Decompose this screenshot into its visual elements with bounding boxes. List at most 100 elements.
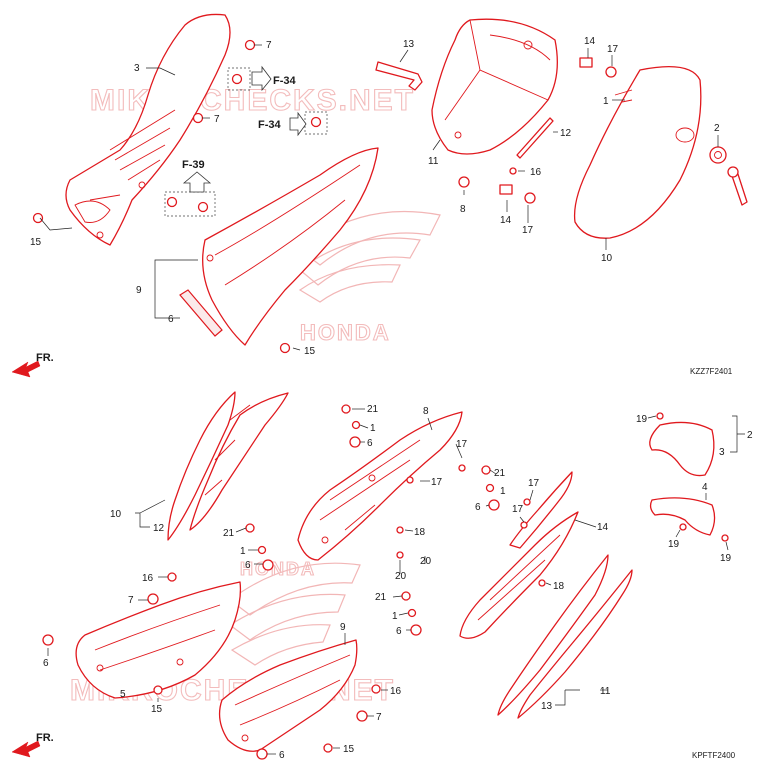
callout-b15a: 15 xyxy=(151,704,163,715)
part-11-battery-case xyxy=(431,18,558,155)
callout-b10: 10 xyxy=(110,509,122,520)
callout-b6e: 6 xyxy=(279,750,285,761)
part-9-lower-cover xyxy=(202,147,379,346)
callout-b21d: 21 xyxy=(375,592,387,603)
callout-b17c: 17 xyxy=(528,478,540,489)
callout-b13: 13 xyxy=(541,701,553,712)
callout-b14: 14 xyxy=(597,522,609,533)
part-11-13-panels xyxy=(497,554,633,719)
part-6-strip xyxy=(179,289,223,337)
callout-b1a: 1 xyxy=(370,423,376,434)
callout-14b: 14 xyxy=(500,215,512,226)
svg-text:F-34: F-34 xyxy=(273,75,297,87)
callout-b6b: 6 xyxy=(475,502,481,513)
callout-8: 8 xyxy=(460,204,466,215)
ref-arrow-f39: F-39 xyxy=(182,159,212,193)
diagram-code-top: KZZ7F2401 xyxy=(690,367,733,376)
bottom-leader-lines xyxy=(47,408,745,755)
callout-b18b: 18 xyxy=(553,581,565,592)
callout-7b: 7 xyxy=(214,114,220,125)
part-10-side-cover xyxy=(573,66,702,239)
callout-b1c: 1 xyxy=(240,546,246,557)
callout-b20b: 20 xyxy=(395,571,407,582)
callout-11: 11 xyxy=(428,156,439,167)
part-4-small-cover xyxy=(649,497,716,536)
callout-b17b: 17 xyxy=(431,477,443,488)
callout-14a: 14 xyxy=(584,36,596,47)
callout-b6a: 6 xyxy=(367,438,373,449)
callout-b20a: 20 xyxy=(420,556,432,567)
callout-6: 6 xyxy=(168,314,174,325)
callout-15b: 15 xyxy=(304,346,316,357)
watermark-top: MIKROCHECKS.NET xyxy=(89,83,415,117)
bottom-fasteners xyxy=(42,404,729,760)
callout-b17a: 17 xyxy=(456,439,468,450)
callout-17a: 17 xyxy=(607,44,619,55)
callout-13: 13 xyxy=(403,39,415,50)
callout-b17d: 17 xyxy=(512,504,524,515)
top-labels: 3 7 7 15 9 6 15 13 11 8 12 16 14 14 17 1… xyxy=(30,36,720,357)
callout-b19b: 19 xyxy=(668,539,680,550)
callout-b9: 9 xyxy=(340,622,346,633)
callout-b19c: 19 xyxy=(720,553,732,564)
callout-b16b: 16 xyxy=(390,686,402,697)
part-14-frame-cover xyxy=(459,471,579,639)
callout-b21a: 21 xyxy=(367,404,379,415)
part-3-side-cover xyxy=(65,13,231,246)
callout-3: 3 xyxy=(134,63,140,74)
callout-b2: 2 xyxy=(747,430,753,441)
callout-7a: 7 xyxy=(266,40,272,51)
callout-b6c: 6 xyxy=(245,560,251,571)
top-small-parts xyxy=(458,57,617,204)
callout-b1d: 1 xyxy=(392,611,398,622)
callout-b19a: 19 xyxy=(636,414,648,425)
part-2-key-lock xyxy=(709,146,748,206)
front-arrow-bottom: FR. xyxy=(11,732,54,758)
callout-b16a: 16 xyxy=(142,573,154,584)
callout-b21c: 21 xyxy=(223,528,235,539)
svg-text:MIKROCHECKS.NET: MIKROCHECKS.NET xyxy=(90,84,415,117)
callout-b4: 4 xyxy=(702,482,708,493)
callout-b6d: 6 xyxy=(43,658,49,669)
ref-arrow-f34-b: F-34 xyxy=(258,111,307,137)
part-5-lower-cover xyxy=(75,581,242,699)
diagram-code-bottom: KPFTF2400 xyxy=(692,751,736,760)
callout-b1b: 1 xyxy=(500,486,506,497)
part-10-12-panels xyxy=(167,391,289,541)
svg-text:HONDA: HONDA xyxy=(240,559,316,579)
callout-b3: 3 xyxy=(719,447,725,458)
callout-15a: 15 xyxy=(30,237,42,248)
callout-b15b: 15 xyxy=(343,744,355,755)
callout-b7b: 7 xyxy=(376,712,382,723)
part-8-frame-cover xyxy=(297,411,463,561)
svg-text:HONDA: HONDA xyxy=(300,320,391,345)
svg-text:F-34: F-34 xyxy=(258,119,282,131)
front-arrow-top: FR. xyxy=(11,352,54,378)
bottom-labels: 10 12 21 1 6 8 17 17 21 1 6 17 17 14 18 … xyxy=(43,404,753,761)
part-3-small-cover xyxy=(649,421,715,477)
callout-9: 9 xyxy=(136,285,142,296)
callout-b18a: 18 xyxy=(414,527,426,538)
callout-16: 16 xyxy=(530,167,542,178)
callout-b6f: 6 xyxy=(396,626,402,637)
top-leader-lines xyxy=(39,44,719,351)
callout-b21b: 21 xyxy=(494,468,506,479)
callout-b5: 5 xyxy=(120,689,126,700)
svg-text:F-39: F-39 xyxy=(182,159,205,171)
svg-text:FR.: FR. xyxy=(36,732,54,744)
callout-1: 1 xyxy=(603,96,609,107)
callout-10: 10 xyxy=(601,253,613,264)
svg-text:FR.: FR. xyxy=(36,352,54,364)
callout-17b: 17 xyxy=(522,225,534,236)
callout-b8: 8 xyxy=(423,406,429,417)
ref-arrow-f34-a: F-34 xyxy=(251,65,297,92)
part-13-strap xyxy=(375,61,423,91)
callout-b11: 11 xyxy=(600,686,611,697)
callout-b7a: 7 xyxy=(128,595,134,606)
callout-b12: 12 xyxy=(153,523,165,534)
part-9-lower-cover-b xyxy=(218,639,358,752)
callout-2: 2 xyxy=(714,123,720,134)
callout-12: 12 xyxy=(560,128,572,139)
